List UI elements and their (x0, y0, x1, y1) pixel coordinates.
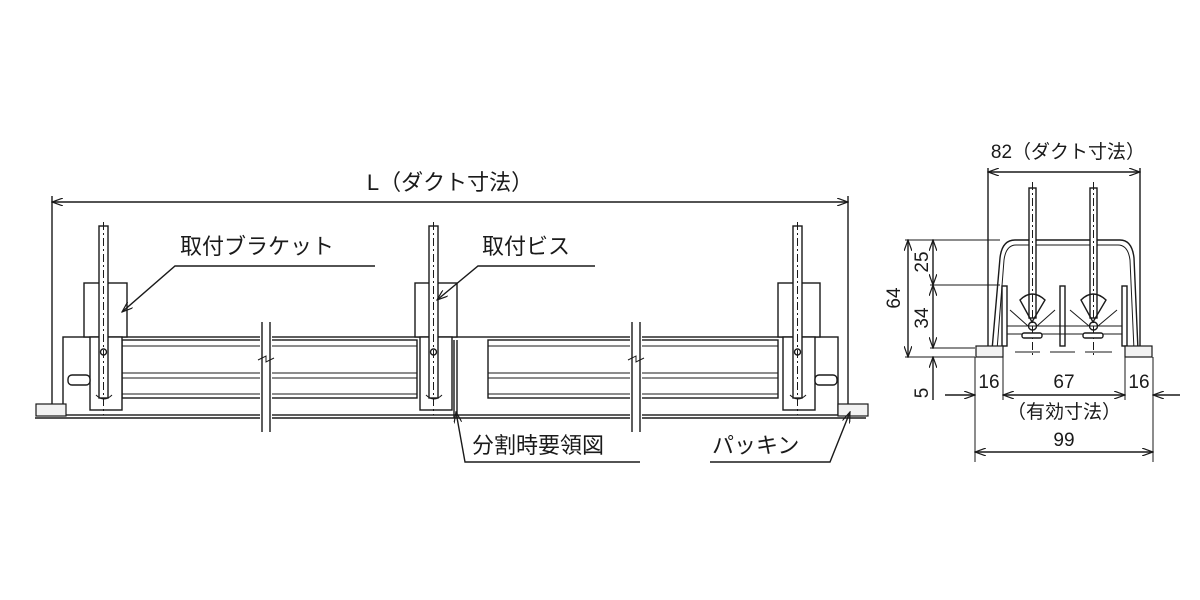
housing-outline (991, 239, 1139, 351)
break-line-left (257, 322, 275, 432)
packing-left (35, 403, 67, 417)
screw-label: 取付ビス (482, 234, 570, 259)
front-view: L（ダクト寸法） (35, 170, 869, 463)
screw-leader (437, 265, 595, 300)
effective-dimension-label: （有効寸法） (1007, 401, 1121, 423)
width-center-value: 67 (1053, 372, 1074, 393)
mounting-screw-right (1069, 182, 1118, 355)
bracket-label: 取付ブラケット (180, 234, 334, 259)
mounting-bracket-right (777, 222, 838, 415)
split-leader (456, 412, 640, 463)
height-total-value: 64 (884, 287, 905, 309)
width-left-value: 16 (978, 372, 999, 393)
packing-label: パッキン (712, 433, 799, 458)
mounting-bracket-center (414, 222, 458, 418)
packing-left (975, 345, 1004, 358)
width-total-value: 99 (1053, 430, 1074, 451)
side-plate (1121, 285, 1128, 347)
height-middle-value: 34 (912, 307, 933, 329)
packing-right (1124, 345, 1153, 358)
width-right-value: 16 (1128, 372, 1149, 393)
housing-inner (996, 244, 1135, 351)
bracket-leader (122, 265, 375, 312)
break-line-right (627, 322, 645, 432)
height-lower-value: 5 (912, 388, 933, 399)
center-plate (1059, 285, 1066, 347)
duct-width-label: 82（ダクト寸法） (991, 141, 1145, 163)
packing-leader (710, 412, 850, 463)
split-label: 分割時要領図 (472, 433, 604, 458)
side-plate (1001, 285, 1008, 347)
side-view: 82（ダクト寸法） (884, 141, 1180, 462)
mounting-bracket-left (67, 222, 128, 415)
length-label: L（ダクト寸法） (367, 170, 533, 195)
mounting-screw-left (1009, 182, 1056, 355)
height-upper-value: 25 (912, 251, 933, 272)
packing-right (837, 403, 869, 417)
